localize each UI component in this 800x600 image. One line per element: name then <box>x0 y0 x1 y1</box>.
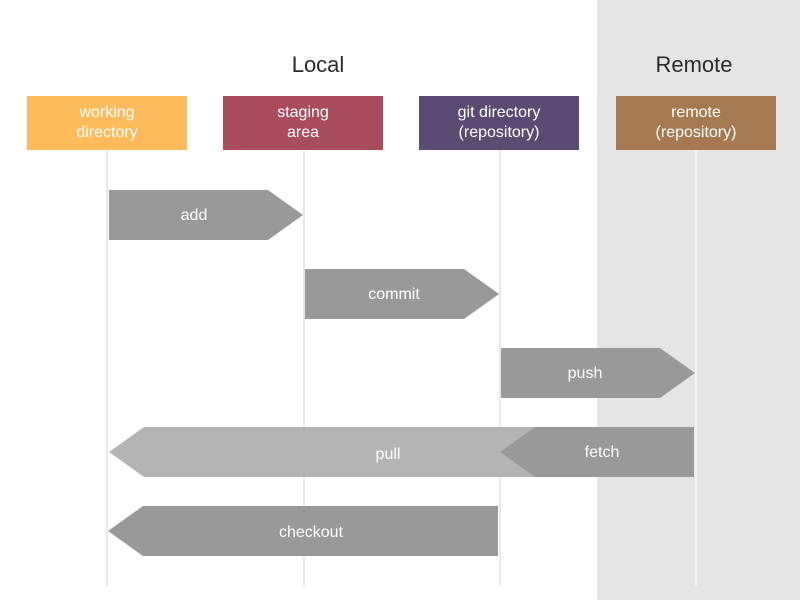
fetch-label: fetch <box>585 444 620 461</box>
node-git-directory: git directory (repository) <box>419 96 579 150</box>
push-arrow <box>501 348 695 398</box>
pull-label: pull <box>376 446 401 463</box>
lifeline-staging-area <box>303 150 305 586</box>
lifeline-git-directory <box>499 150 501 586</box>
lifeline-working-directory <box>106 150 108 586</box>
push-label: push <box>568 365 603 382</box>
add-arrow <box>109 190 303 240</box>
section-title-local: Local <box>291 52 345 77</box>
node-remote-repository: remote (repository) <box>616 96 776 150</box>
commit-arrow <box>305 269 499 319</box>
add-label: add <box>181 207 208 224</box>
lifeline-remote-repository <box>695 150 697 586</box>
section-title-remote: Remote <box>655 52 733 77</box>
node-working-directory: working directory <box>27 96 187 150</box>
commit-label: commit <box>368 286 420 303</box>
fetch-arrow <box>500 427 694 477</box>
node-staging-area: staging area <box>223 96 383 150</box>
checkout-arrow <box>108 506 498 556</box>
checkout-label: checkout <box>279 524 344 541</box>
